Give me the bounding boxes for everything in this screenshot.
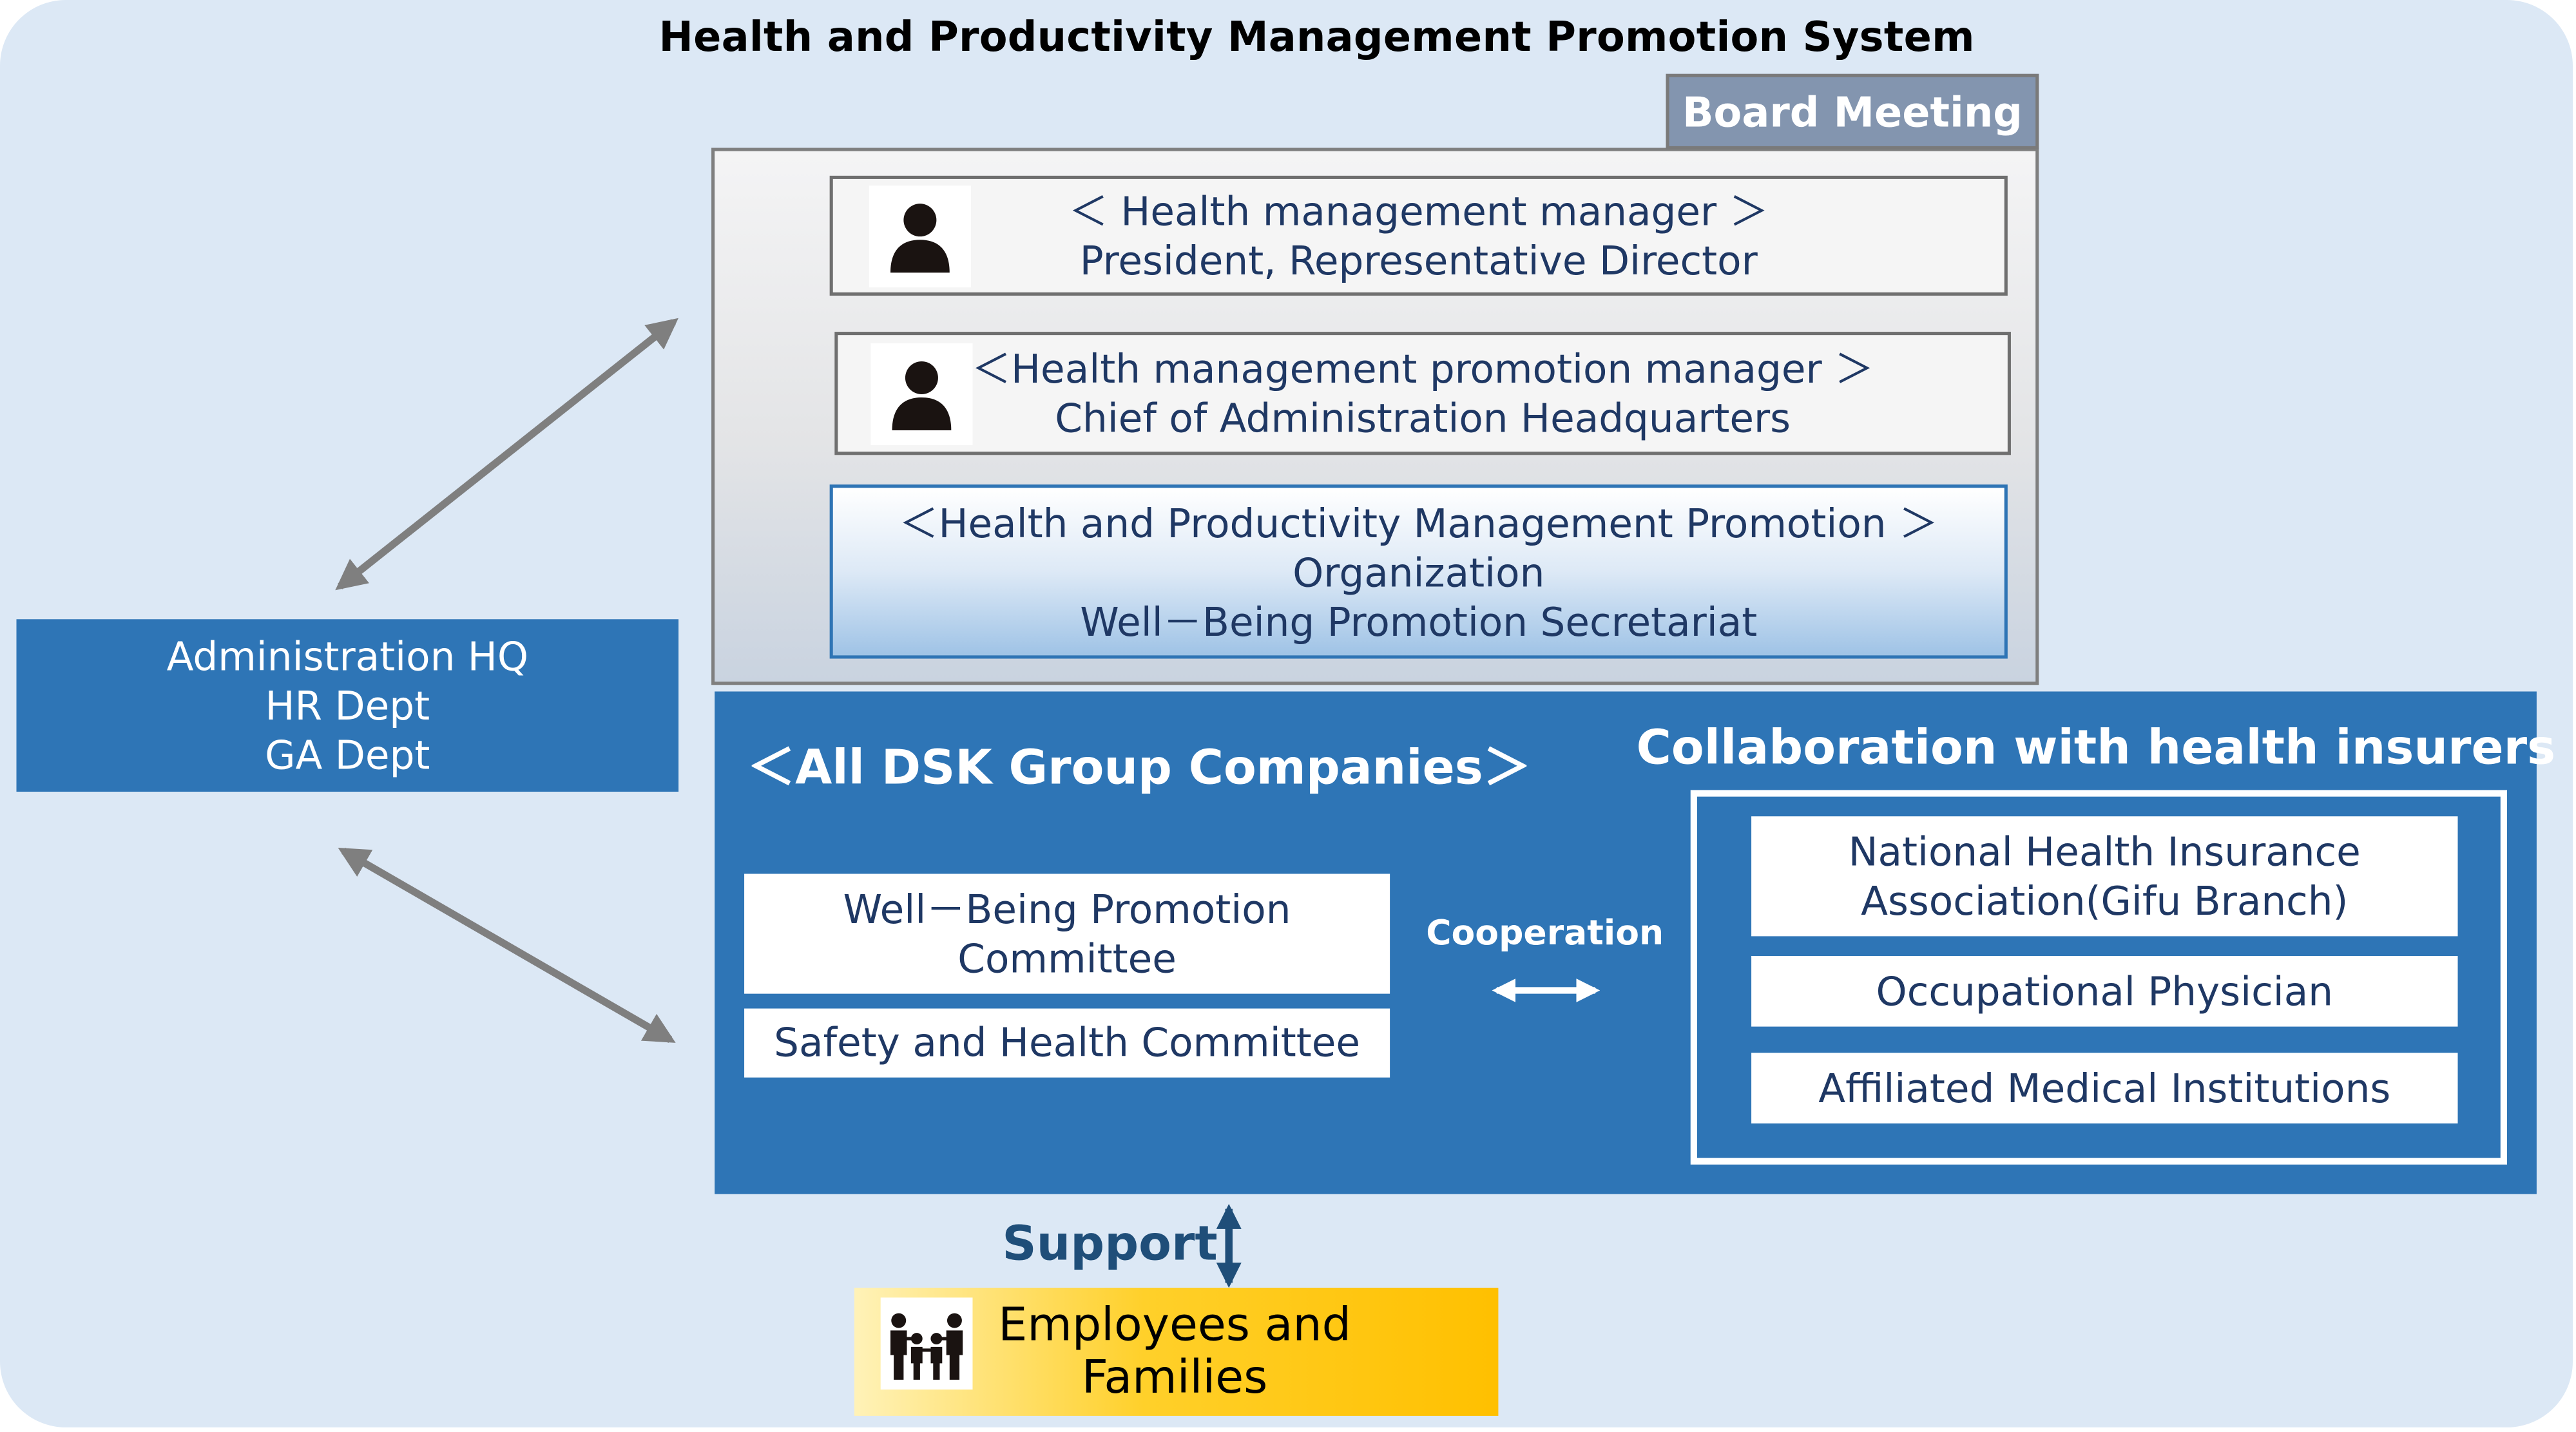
organization-line2: Organization [1293, 550, 1545, 597]
occupational-physician-box: Occupational Physician [1751, 955, 2458, 1027]
medical-institutions-box: Affiliated Medical Institutions [1751, 1053, 2458, 1124]
role-heading: ＜ Health management manager ＞ [1068, 189, 1769, 235]
role-name: President, Representative Director [1079, 238, 1758, 285]
family-icon [880, 1297, 973, 1390]
board-meeting-label: Board Meeting [1682, 88, 2023, 136]
health-promotion-manager-box: ＜Health management promotion manager ＞ C… [834, 332, 2011, 455]
employees-line1: Employees and [998, 1297, 1352, 1352]
diagram-title: Health and Productivity Management Promo… [658, 13, 1975, 61]
organization-line1: ＜Health and Productivity Management Prom… [899, 501, 1939, 548]
person-icon [869, 186, 971, 288]
collab-line1: Occupational Physician [1876, 968, 2334, 1015]
collaboration-frame [1690, 790, 2507, 1165]
organization-line3: Well－Being Promotion Secretariat [1080, 599, 1758, 646]
role-heading: ＜Health management promotion manager ＞ [971, 347, 1874, 393]
admin-line2: HR Dept [265, 683, 430, 730]
role-name: Chief of Administration Headquarters [1055, 396, 1791, 442]
collaboration-title: Collaboration with health insurers [1636, 719, 2556, 776]
collab-line2: Association(Gifu Branch) [1861, 877, 2349, 924]
support-label: Support [1002, 1215, 1218, 1272]
role-text: ＜Health management promotion manager ＞ C… [838, 345, 2007, 443]
employees-text: Employees and Families [969, 1299, 1379, 1404]
employees-line2: Families [1081, 1350, 1268, 1405]
wellbeing-committee-box: Well－Being Promotion Committee [744, 874, 1390, 994]
safety-health-committee-box: Safety and Health Committee [744, 1008, 1390, 1078]
collab-line1: National Health Insurance [1848, 828, 2361, 875]
group-companies-title: ＜All DSK Group Companies＞ [747, 739, 1531, 796]
admin-line1: Administration HQ [166, 634, 528, 680]
promotion-organization-box: ＜Health and Productivity Management Prom… [829, 484, 2008, 659]
board-meeting-tab: Board Meeting [1666, 73, 2039, 150]
person-icon [870, 343, 973, 445]
committee-line1: Safety and Health Committee [774, 1020, 1361, 1066]
insurance-association-box: National Health Insurance Association(Gi… [1751, 816, 2458, 937]
administration-hq-box: Administration HQ HR Dept GA Dept [16, 619, 679, 792]
health-management-manager-box: ＜ Health management manager ＞ President,… [829, 175, 2008, 296]
collab-line1: Affiliated Medical Institutions [1818, 1065, 2391, 1111]
role-text: ＜ Health management manager ＞ President,… [833, 187, 2004, 286]
admin-line3: GA Dept [265, 732, 430, 779]
cooperation-label: Cooperation [1426, 913, 1664, 953]
committee-line1: Well－Being Promotion [843, 886, 1291, 933]
committee-line2: Committee [957, 935, 1177, 982]
